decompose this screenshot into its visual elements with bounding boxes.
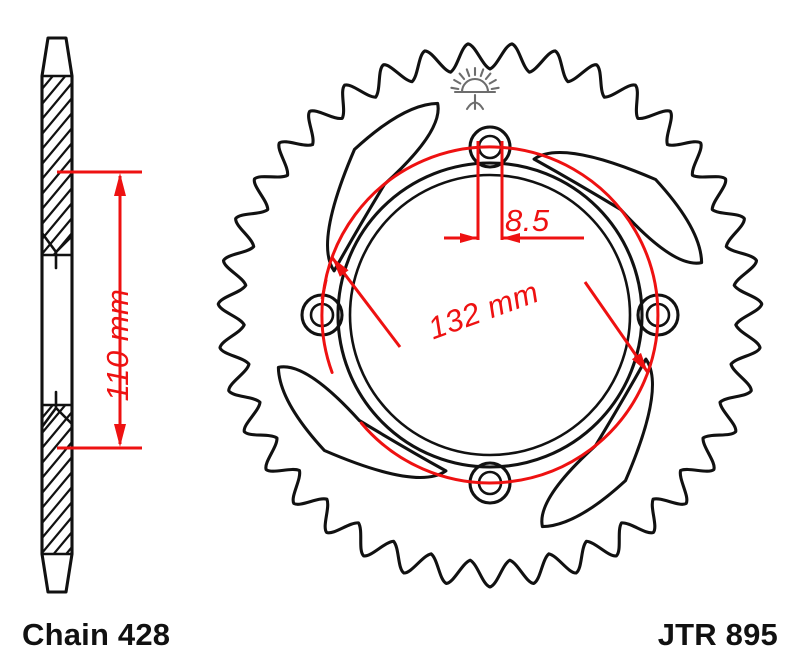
spoke-cutout bbox=[532, 150, 704, 265]
dim-132-extension-left bbox=[320, 279, 328, 300]
section-hatch-line bbox=[42, 96, 72, 136]
sun-ray-icon bbox=[450, 86, 460, 91]
section-hatch-line bbox=[42, 440, 72, 480]
sun-ray-icon bbox=[488, 78, 497, 85]
dim-85-arrow-left bbox=[460, 233, 478, 243]
dimension-110mm-lines bbox=[57, 170, 142, 450]
section-hatch-line bbox=[42, 81, 72, 121]
sun-ray-icon bbox=[458, 72, 466, 81]
sun-ray-icon bbox=[484, 72, 492, 81]
chain-size-caption: Chain 428 bbox=[22, 617, 170, 652]
sun-ray-icon bbox=[490, 86, 500, 91]
section-hatch-line bbox=[42, 455, 72, 495]
section-hatch-line bbox=[52, 530, 72, 554]
dimension-110mm: 110 mm bbox=[57, 170, 142, 450]
section-hatch-line bbox=[42, 515, 72, 554]
section-hatch-line bbox=[42, 156, 72, 196]
section-hatch-line bbox=[32, 325, 82, 385]
sprocket-teeth-profile bbox=[216, 42, 764, 589]
section-hatch-line bbox=[42, 405, 67, 435]
side-view-hatch-bottom bbox=[32, 265, 82, 610]
dim-132-arrow-left bbox=[332, 257, 349, 277]
spoke-cutout bbox=[540, 357, 655, 529]
dimension-132mm-label: 132 mm bbox=[423, 274, 543, 346]
section-hatch-line bbox=[42, 171, 72, 211]
section-hatch-line bbox=[42, 126, 72, 166]
section-hatch-line bbox=[32, 11, 82, 71]
side-view-outline bbox=[40, 36, 74, 594]
dimension-110mm-label: 110 mm bbox=[100, 289, 135, 402]
section-hatch-line bbox=[32, 0, 82, 11]
dimension-8point5-lines bbox=[444, 141, 584, 243]
section-hatch-line bbox=[42, 111, 72, 151]
section-hatch-line bbox=[42, 216, 72, 255]
spoke-cutout bbox=[276, 365, 448, 480]
side-view-internal-lines bbox=[40, 74, 74, 556]
dimension-132mm-lines bbox=[320, 256, 650, 374]
section-hatch-line bbox=[42, 141, 72, 181]
section-hatch-line bbox=[32, 0, 82, 56]
hub-outer-circle bbox=[336, 161, 644, 469]
dim-132-arrow-right bbox=[631, 352, 648, 373]
dim-110-arrow-bottom bbox=[114, 424, 126, 447]
section-hatch-line bbox=[42, 76, 55, 91]
dimension-132mm: 132 mm bbox=[320, 256, 650, 374]
front-face-view bbox=[216, 42, 764, 589]
section-hatch-line bbox=[42, 470, 72, 510]
section-hatch-line bbox=[64, 545, 72, 554]
section-hatch-line bbox=[32, 0, 82, 41]
dim-110-arrow-top bbox=[114, 173, 126, 196]
section-hatch-line bbox=[42, 76, 67, 106]
spoke-cutout bbox=[325, 101, 440, 273]
section-hatch-line bbox=[32, 310, 82, 370]
hub-inner-circle bbox=[348, 173, 632, 457]
sun-ray-icon bbox=[465, 68, 471, 78]
dimension-8point5: 8.5 bbox=[444, 141, 584, 243]
section-hatch-line bbox=[32, 295, 82, 355]
section-hatch-line bbox=[32, 340, 82, 400]
bolt-circle-arc bbox=[320, 145, 660, 485]
sunrise-logo-icon bbox=[450, 66, 500, 111]
section-hatch-line bbox=[42, 410, 72, 450]
sun-dome-icon bbox=[460, 77, 490, 94]
side-view-hatch-top bbox=[32, 0, 82, 255]
dimension-8point5-label: 8.5 bbox=[505, 203, 550, 238]
section-hatch-line bbox=[32, 265, 82, 325]
section-hatch-line bbox=[32, 280, 82, 340]
sun-ray-icon bbox=[479, 68, 485, 78]
side-section-view bbox=[32, 0, 82, 610]
section-hatch-line bbox=[42, 500, 72, 540]
section-hatch-line bbox=[42, 186, 72, 226]
part-number-caption: JTR 895 bbox=[658, 617, 778, 652]
section-hatch-line bbox=[42, 425, 72, 465]
sun-ray-icon bbox=[453, 78, 462, 85]
spoke-cutouts bbox=[276, 101, 704, 529]
section-hatch-line bbox=[42, 485, 72, 525]
section-hatch-line bbox=[32, 550, 82, 610]
dim-85-arrow-right bbox=[502, 233, 520, 243]
section-hatch-line bbox=[42, 201, 72, 241]
section-hatch-line bbox=[32, 0, 82, 26]
